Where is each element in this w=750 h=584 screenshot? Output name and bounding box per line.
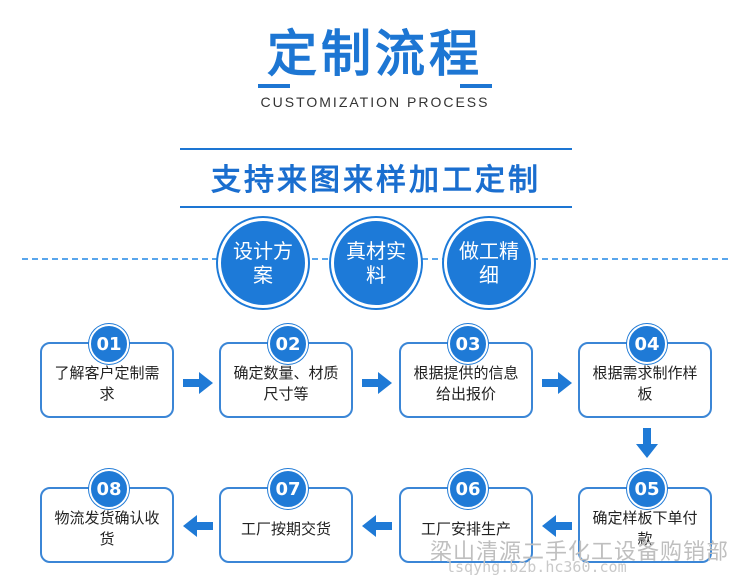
arrow-left-icon [542,515,572,537]
watermark-text: 梁山清源二手化工设备购销部 [430,540,730,565]
arrow-left-icon [183,515,213,537]
step-text: 工厂安排生产 [420,519,511,538]
banner-text: 支持来图来样加工定制 [211,163,541,198]
step-badge-01: 01 [89,324,129,364]
arrow-down-icon [636,428,658,458]
watermark-url: lsqyhg.b2b.hc360.com [446,558,627,576]
arrow-right-icon [183,372,213,394]
step-text: 了解客户定制需求 [54,364,160,403]
page-title: 定制流程 [267,25,483,83]
title-underline-left [258,84,290,88]
step-badge-07: 07 [268,469,308,509]
banner-top-line [180,148,572,150]
step-box-01: 了解客户定制需求 [40,342,174,418]
step-badge-02: 02 [268,324,308,364]
feature-text: 设计方案 [233,239,293,287]
title-underline-right [460,84,492,88]
step-text: 确定样板下单付款 [592,509,698,548]
step-text: 根据提供的信息给出报价 [413,364,519,403]
banner-bottom-line [180,206,572,208]
arrow-right-icon [362,372,392,394]
feature-circle-design: 设计方案 [218,218,308,308]
feature-text: 做工精细 [459,239,519,287]
step-text: 物流发货确认收货 [54,509,160,548]
step-text: 根据需求制作样板 [592,364,698,403]
step-badge-03: 03 [448,324,488,364]
step-badge-04: 04 [627,324,667,364]
step-badge-08: 08 [89,469,129,509]
step-text: 工厂按期交货 [240,519,331,538]
arrow-right-icon [542,372,572,394]
arrow-left-icon [362,515,392,537]
step-text: 确定数量、材质尺寸等 [233,364,339,403]
page-subtitle: CUSTOMIZATION PROCESS [260,94,490,110]
feature-circle-material: 真材实料 [331,218,421,308]
step-badge-05: 05 [627,469,667,509]
feature-circle-craft: 做工精细 [444,218,534,308]
step-badge-06: 06 [448,469,488,509]
feature-text: 真材实料 [346,239,406,287]
